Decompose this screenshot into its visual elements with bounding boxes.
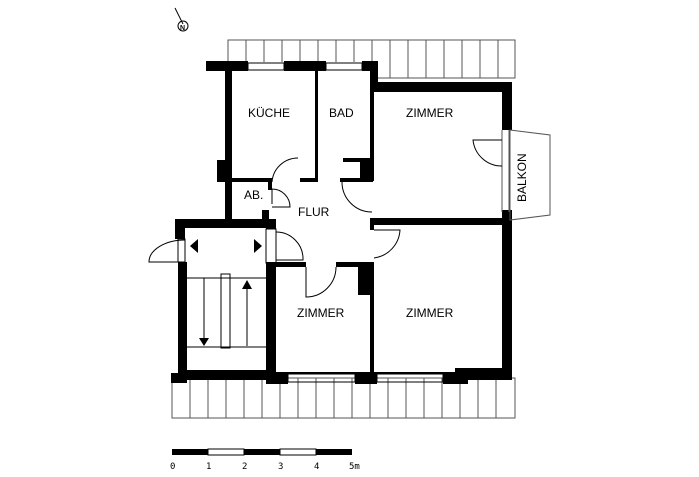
room-label-balkon: BALKON [515, 153, 529, 202]
room-label-zimmer-bottom-right: ZIMMER [406, 306, 454, 320]
room-label-abstellraum: AB. [244, 188, 263, 202]
room-label-bad: BAD [329, 106, 354, 120]
walls [171, 61, 512, 384]
scale-bar: 0 1 2 3 4 5m [170, 448, 360, 472]
staircase [187, 239, 266, 349]
arrow-right-icon [254, 239, 262, 253]
room-label-zimmer-top-right: ZIMMER [406, 106, 454, 120]
scale-tick-0: 0 [170, 462, 175, 472]
scale-tick-4: 4 [314, 462, 319, 472]
balcony [501, 129, 551, 221]
north-label: N [180, 25, 185, 32]
room-label-flur: FLUR [298, 205, 330, 219]
roof-hatch-top [227, 39, 516, 79]
roof-hatch-bottom [171, 377, 516, 419]
room-label-zimmer-bottom-left: ZIMMER [297, 306, 345, 320]
scale-tick-3: 3 [278, 462, 283, 472]
scale-tick-5: 5m [349, 462, 360, 472]
scale-tick-1: 1 [206, 462, 211, 472]
room-label-kueche: KÜCHE [248, 106, 290, 120]
arrow-left-icon [190, 239, 198, 253]
north-arrow-icon: N [174, 7, 189, 32]
scale-tick-2: 2 [242, 462, 247, 472]
doors [148, 139, 503, 298]
